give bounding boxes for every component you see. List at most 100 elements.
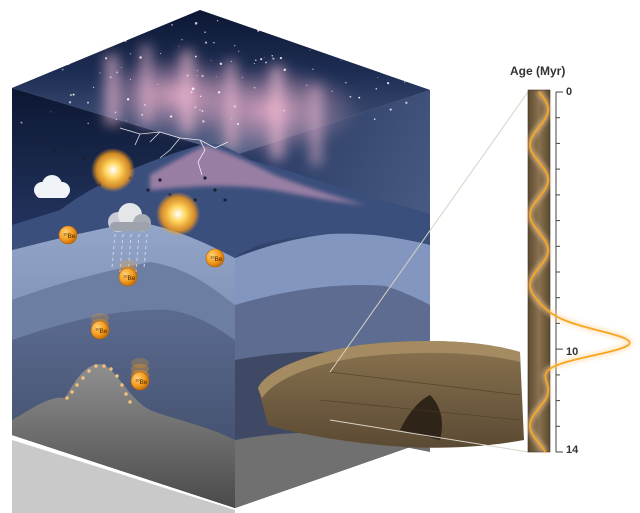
svg-text:10Be: 10Be xyxy=(210,255,223,264)
mountain xyxy=(12,143,430,258)
star-icon xyxy=(237,122,239,125)
particle-icon: 10Be xyxy=(90,313,110,340)
bedrock-dot xyxy=(87,369,91,373)
star-icon xyxy=(279,57,282,60)
star-icon xyxy=(39,52,42,55)
aerosol-dot xyxy=(38,138,42,142)
star-icon xyxy=(44,53,47,55)
star-icon xyxy=(257,29,260,32)
bedrock-dot xyxy=(128,400,132,404)
star-icon xyxy=(157,83,159,85)
aerosol-dot xyxy=(158,178,162,182)
star-icon xyxy=(401,49,403,52)
star-icon xyxy=(60,63,63,66)
star-icon xyxy=(201,74,204,78)
cosmic-ray-flash-2 xyxy=(156,192,200,236)
star-icon xyxy=(85,14,89,17)
star-icon xyxy=(141,113,144,116)
star-icon xyxy=(196,74,198,76)
star-icon xyxy=(64,50,66,52)
particle-icon: 10Be xyxy=(130,358,150,391)
star-icon xyxy=(194,22,198,25)
star-icon xyxy=(99,72,101,74)
star-icon xyxy=(331,90,333,92)
star-icon xyxy=(238,50,240,52)
star-icon xyxy=(287,31,290,34)
star-icon xyxy=(202,120,205,123)
age-tick-14: 14 xyxy=(566,444,579,456)
star-icon xyxy=(213,41,215,44)
star-icon xyxy=(196,70,198,72)
star-icon xyxy=(87,101,89,104)
star-icon xyxy=(335,29,337,31)
bedrock-dot xyxy=(102,364,106,368)
star-icon xyxy=(344,81,347,84)
star-icon xyxy=(253,86,256,89)
stars xyxy=(19,14,408,126)
bedrock-dot xyxy=(65,396,69,400)
bedrock-dot xyxy=(120,383,124,387)
bedrock-dots xyxy=(65,364,132,404)
star-icon xyxy=(170,115,173,118)
star-icon xyxy=(191,87,195,91)
aerosol-dot xyxy=(213,188,217,192)
star-icon xyxy=(87,122,89,125)
star-icon xyxy=(186,74,189,77)
star-icon xyxy=(41,42,44,45)
svg-text:10Be: 10Be xyxy=(63,232,76,241)
star-icon xyxy=(89,19,92,22)
star-icon xyxy=(219,62,223,65)
star-icon xyxy=(281,15,283,17)
svg-text:10Be: 10Be xyxy=(123,274,136,283)
star-icon xyxy=(129,78,132,80)
star-icon xyxy=(194,106,197,109)
star-icon xyxy=(217,91,221,94)
star-icon xyxy=(377,77,379,78)
star-icon xyxy=(68,101,72,104)
cloud-icon xyxy=(34,175,70,198)
star-icon xyxy=(242,76,244,78)
star-icon xyxy=(373,118,376,121)
star-icon xyxy=(50,111,52,113)
star-icon xyxy=(126,119,128,121)
particle-icon: 10Be xyxy=(58,225,78,245)
aerosol-dot xyxy=(83,156,87,160)
star-icon xyxy=(230,60,232,62)
be10-particles: 10Be 10Be 10Be 10Be 10Be xyxy=(58,225,225,391)
star-icon xyxy=(349,95,352,98)
star-icon xyxy=(190,91,193,94)
star-icon xyxy=(282,30,285,34)
star-icon xyxy=(267,25,269,27)
star-icon xyxy=(241,17,243,19)
star-icon xyxy=(144,104,146,106)
star-icon xyxy=(272,57,275,60)
star-icon xyxy=(19,67,21,70)
aerosol-dot xyxy=(53,148,57,152)
star-icon xyxy=(358,96,361,99)
star-icon xyxy=(26,48,29,51)
rain-cloud-icon xyxy=(108,203,151,277)
star-icon xyxy=(139,56,142,59)
bedrock-dot xyxy=(109,367,113,371)
star-icon xyxy=(312,68,314,70)
aerosol-dot xyxy=(223,198,227,202)
star-icon xyxy=(283,110,285,112)
star-icon xyxy=(201,110,204,112)
star-icon xyxy=(72,93,75,96)
star-icon xyxy=(204,41,208,44)
star-icon xyxy=(282,22,284,25)
cosmic-ray-flash-1 xyxy=(91,148,135,192)
star-icon xyxy=(115,118,117,121)
star-icon xyxy=(204,31,206,34)
star-icon xyxy=(87,18,88,20)
star-icon xyxy=(62,68,64,71)
aerosol-dot xyxy=(203,176,207,180)
bedrock-dot xyxy=(75,383,79,387)
bedrock-dot xyxy=(94,364,98,368)
star-icon xyxy=(124,39,127,43)
star-icon xyxy=(160,53,162,54)
star-icon xyxy=(374,52,376,54)
star-icon xyxy=(216,20,219,22)
star-icon xyxy=(94,47,95,49)
star-icon xyxy=(199,109,201,111)
